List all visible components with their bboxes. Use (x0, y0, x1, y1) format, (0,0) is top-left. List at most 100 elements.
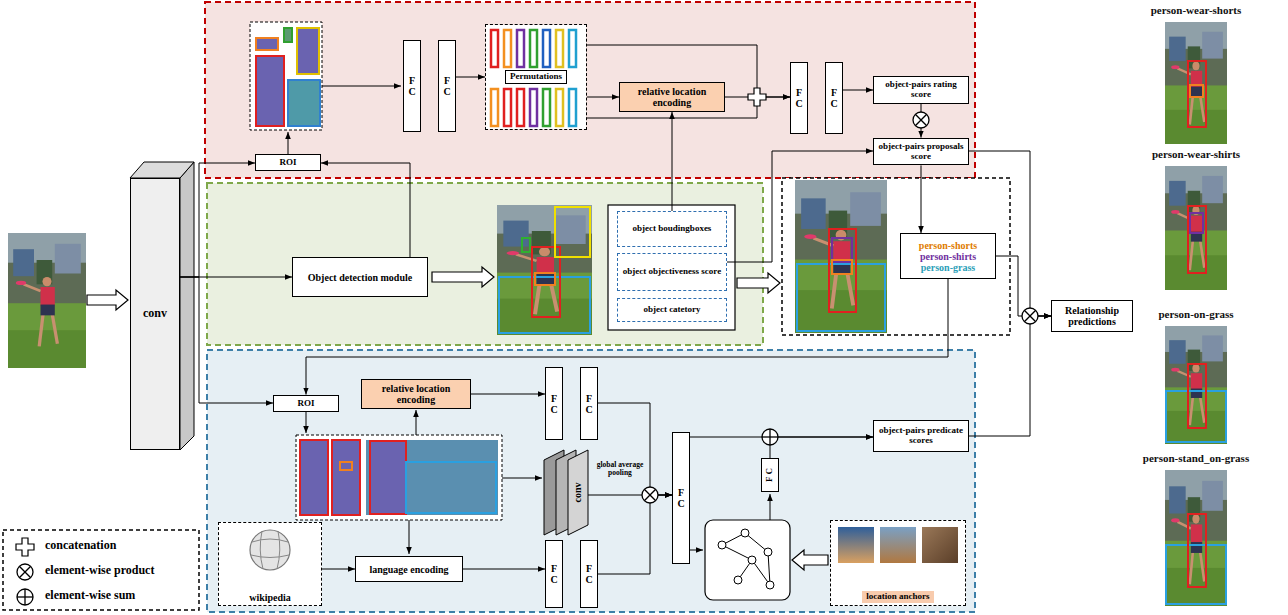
pair-crops (340, 462, 352, 470)
sum-symbol (769, 429, 770, 445)
conv-stack-sheets (544, 450, 588, 535)
input-photo (8, 233, 86, 368)
pair-crops (370, 441, 406, 514)
result-photo (1165, 166, 1227, 290)
sum-symbol (762, 429, 778, 445)
roi-crops (250, 22, 322, 130)
node-text: object-pairs rating score (876, 80, 966, 100)
graph-icon (718, 529, 774, 589)
permutation-bars (491, 89, 498, 126)
connector (843, 90, 873, 91)
graph-icon (766, 581, 774, 589)
pair-photo (832, 260, 852, 274)
connector (587, 97, 619, 98)
wire (288, 132, 289, 155)
wikipedia-globe (251, 555, 289, 558)
detection-photo (555, 207, 590, 257)
wire (502, 478, 542, 479)
graph-icon (768, 552, 770, 585)
encoding-box: relative location encoding (619, 82, 725, 112)
wire (322, 86, 401, 87)
product-symbol (19, 566, 30, 577)
node-text: location anchors (862, 591, 933, 603)
conv-block-faces (130, 162, 194, 450)
node-text: object-pairs proposals score (876, 142, 966, 162)
wikipedia-globe (252, 539, 288, 542)
node-text: object catetory (643, 305, 700, 315)
node-text: F C (443, 75, 452, 97)
fc-layer-box: F C (790, 62, 808, 134)
conv-stack: conv (566, 452, 588, 532)
product-symbol (644, 489, 655, 500)
node-text: Permutations (505, 70, 567, 84)
node-text: object boudingboxes (633, 224, 712, 234)
product-symbol (1022, 308, 1038, 324)
node-text: F C (677, 487, 686, 509)
legend-entry: element-wise product (45, 564, 154, 577)
pair-photo (782, 178, 1010, 335)
detection-output-frame (608, 205, 735, 330)
product-symbol (915, 114, 926, 125)
result-photo (1188, 514, 1206, 587)
legend-entry: element-wise sum (45, 589, 135, 602)
wire (288, 86, 770, 554)
permutation-bars (504, 30, 511, 67)
node-text: F C (585, 563, 594, 585)
wikipedia-globe (218, 522, 322, 606)
legend-frame (3, 530, 199, 610)
node-text: language encoding (369, 564, 448, 575)
fc-layer-box: F C (580, 540, 598, 608)
node-text: ROI (279, 158, 296, 168)
permutation-bars (504, 89, 511, 126)
process-box: language encoding (355, 556, 463, 582)
node-text: F C (585, 393, 594, 415)
node-text: object-pairs predicate scores (876, 426, 966, 446)
wire (409, 520, 410, 554)
permutation-bars (486, 25, 586, 129)
process-box: Relationship predictions (1051, 300, 1133, 332)
result-photo (1165, 22, 1227, 144)
product-symbol (1024, 310, 1035, 321)
node-text: relative location encoding (364, 383, 468, 405)
legend-text: element-wise product (45, 564, 154, 577)
pair-crops (366, 440, 498, 515)
connector (321, 163, 410, 257)
connector (727, 151, 873, 262)
wire (690, 550, 703, 551)
connector (969, 316, 1051, 436)
product-symbol (915, 114, 926, 125)
legend-text: concatenation (45, 539, 116, 552)
process-box: object-pairs proposals score (873, 138, 969, 166)
detection-output-frame (608, 205, 735, 330)
pair-crops (300, 440, 328, 515)
roi-crops (297, 28, 319, 74)
conv-block-faces (180, 162, 194, 450)
pair-photo (829, 229, 856, 312)
result-label-holder: person-on-grass (1158, 308, 1233, 320)
result-photo (1165, 470, 1227, 606)
detection-photo (535, 273, 555, 285)
connector (180, 163, 255, 277)
connector (322, 569, 355, 570)
fc-layer-box: F C (545, 540, 563, 608)
graph-icon (734, 576, 742, 584)
permutation-bars (569, 89, 576, 126)
input-photo (8, 233, 86, 368)
fc-layer-box: F C (580, 367, 598, 440)
anchor-images (830, 520, 966, 606)
pair-crops (296, 435, 502, 520)
permutation-bars (543, 30, 550, 67)
legend-text: element-wise sum (45, 589, 135, 602)
roi-crops (256, 38, 278, 50)
output-field: object catetory (617, 298, 727, 322)
connector (996, 256, 1051, 316)
roi-crops (284, 28, 292, 42)
graph-icon (764, 548, 772, 556)
product-symbol (913, 112, 929, 128)
result-label-holder: person-wear-shorts (1151, 4, 1242, 16)
relationship-label: person-on-grass (1158, 308, 1233, 320)
result-photo (1166, 391, 1226, 442)
detection-photo (497, 205, 592, 335)
edge-label-holder: global average pooling (594, 461, 646, 478)
